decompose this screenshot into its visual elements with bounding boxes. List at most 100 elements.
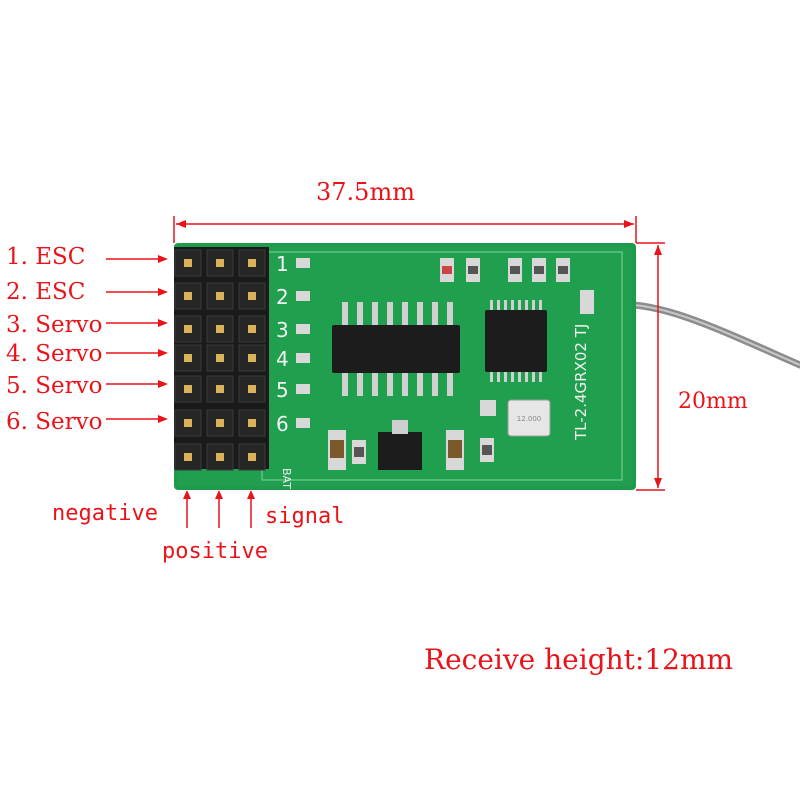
width-dimension-label: 37.5mm	[316, 178, 415, 206]
width-arrow-left	[176, 220, 186, 228]
model-silkscreen: TL-2.4GRX02 TJ	[572, 324, 590, 441]
ic-leg	[372, 373, 378, 396]
pin-leader-arrowhead	[158, 380, 168, 388]
height-arrow-top	[654, 245, 662, 255]
pin-leader-arrowhead	[158, 349, 168, 357]
pin-leader-arrowhead	[158, 319, 168, 327]
pin-number-5: 5	[276, 378, 289, 402]
pin-leader-arrows	[106, 255, 168, 423]
ic-leg	[357, 373, 363, 396]
ic-leg	[342, 373, 348, 396]
header-pin	[184, 325, 192, 333]
negative-label: negative	[52, 501, 158, 526]
pin-number-3: 3	[276, 318, 289, 342]
pin-pad	[296, 324, 310, 334]
header-pin	[216, 385, 224, 393]
pin-label-3: 3. Servo	[6, 312, 103, 338]
header-pin	[248, 385, 256, 393]
pin-label-2: 2. ESC	[6, 279, 86, 305]
header-pin	[216, 354, 224, 362]
signal-label: signal	[265, 504, 345, 529]
pin-label-6: 6. Servo	[6, 409, 103, 435]
header-pin	[248, 453, 256, 461]
ic-leg	[387, 302, 393, 325]
antenna-wire	[608, 300, 800, 369]
header-pin	[216, 325, 224, 333]
header-pin	[216, 419, 224, 427]
voltage-regulator	[378, 432, 422, 470]
ic-leg	[417, 373, 423, 396]
pin-number-6: 6	[276, 412, 289, 436]
pin-number-2: 2	[276, 285, 289, 309]
header-pin	[216, 259, 224, 267]
header-pin	[184, 354, 192, 362]
header-pin	[184, 419, 192, 427]
ic-legs	[342, 300, 542, 396]
header-pin	[216, 292, 224, 300]
header-pin	[184, 259, 192, 267]
pin-pad	[296, 258, 310, 268]
rf-leg	[497, 372, 500, 382]
pin-label-1: 1. ESC	[6, 244, 86, 270]
ic-leg	[402, 302, 408, 325]
positive-label: positive	[162, 539, 268, 564]
pin-leader-arrowhead	[158, 255, 168, 263]
ic-leg	[432, 373, 438, 396]
rf-leg	[525, 372, 528, 382]
rf-leg	[504, 300, 507, 310]
pin-pad	[296, 418, 310, 428]
header-pin	[184, 292, 192, 300]
passive-components	[328, 258, 594, 470]
ic-leg	[447, 373, 453, 396]
rf-leg	[490, 372, 493, 382]
rf-leg	[539, 372, 542, 382]
height-arrow-bottom	[654, 478, 662, 488]
polarity-arrows	[183, 490, 255, 528]
ic-leg	[447, 302, 453, 325]
width-arrow-right	[624, 220, 634, 228]
crystal-marking: 12.000	[517, 415, 542, 423]
crystal-oscillator	[507, 399, 551, 437]
pin-leader-arrowhead	[158, 288, 168, 296]
header-pin	[248, 259, 256, 267]
header-pin	[184, 453, 192, 461]
bat-silkscreen: BAT	[280, 468, 293, 489]
header-pin	[248, 419, 256, 427]
ic-leg	[432, 302, 438, 325]
pin-pad	[296, 384, 310, 394]
rf-leg	[511, 300, 514, 310]
header-pin	[184, 385, 192, 393]
ic-leg	[357, 302, 363, 325]
rf-leg	[518, 372, 521, 382]
rf-chip	[485, 310, 547, 372]
rf-leg	[497, 300, 500, 310]
pin-number-4: 4	[276, 347, 289, 371]
pin-leader-arrowhead	[158, 415, 168, 423]
pin-grid	[174, 249, 266, 471]
rf-leg	[539, 300, 542, 310]
header-cell	[206, 344, 234, 372]
height-dimension-label: 20mm	[678, 389, 748, 414]
rf-leg	[518, 300, 521, 310]
header-pin	[248, 325, 256, 333]
pin-label-5: 5. Servo	[6, 373, 103, 399]
receive-height-label: Receive height:12mm	[424, 643, 734, 676]
rf-leg	[490, 300, 493, 310]
ic-leg	[372, 302, 378, 325]
regulator-tab	[392, 420, 408, 434]
pin-label-4: 4. Servo	[6, 341, 103, 367]
header-pin	[248, 292, 256, 300]
rf-leg	[532, 372, 535, 382]
header-cell	[174, 344, 202, 372]
header-pin	[248, 354, 256, 362]
header-cell	[206, 443, 234, 471]
ic-leg	[342, 302, 348, 325]
ic-leg	[402, 373, 408, 396]
rf-leg	[511, 372, 514, 382]
rf-leg	[504, 372, 507, 382]
rf-leg	[525, 300, 528, 310]
main-ic	[332, 325, 460, 373]
pin-pad	[296, 353, 310, 363]
